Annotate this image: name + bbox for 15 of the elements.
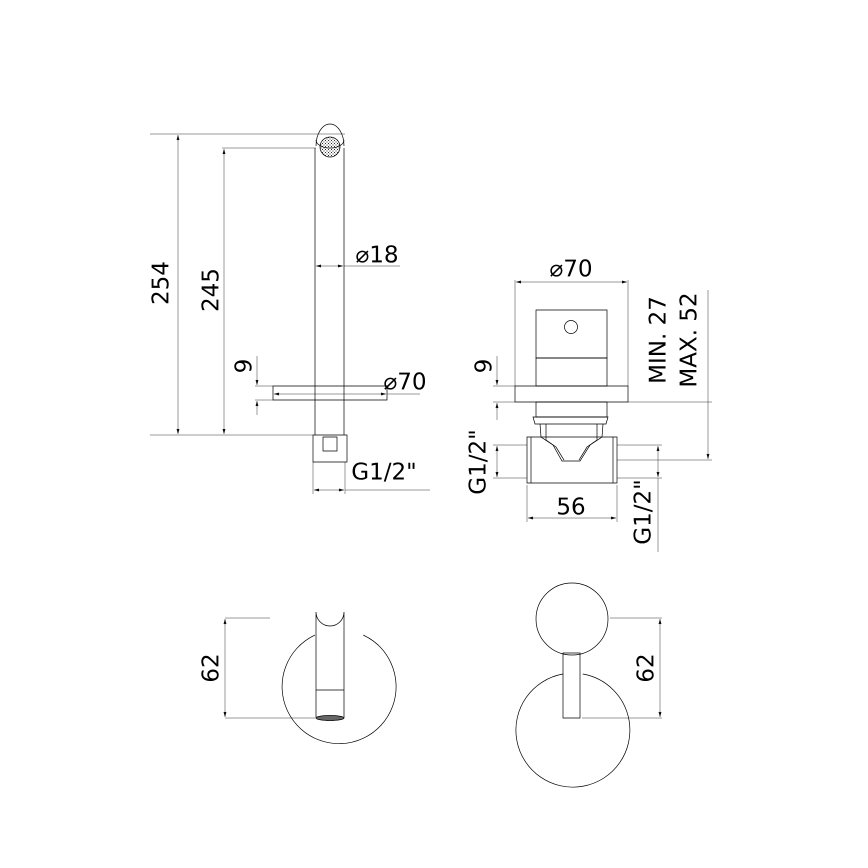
dimension-label: 62 [201, 656, 219, 682]
dimension-label: 9 [474, 360, 492, 372]
dimension-label: G1/2" [633, 482, 653, 544]
dimension-label: ⌀18 [356, 245, 397, 263]
dimension-label: 245 [201, 270, 219, 310]
dimension-label: G1/2" [352, 462, 414, 482]
dimension-label: 56 [558, 497, 584, 515]
dimension-label: ⌀70 [550, 259, 592, 277]
dimension-label: 62 [636, 656, 654, 682]
dimension-label: 9 [234, 360, 252, 372]
dimension-label: MIN. 27 [648, 298, 666, 382]
dimension-label: G1/2" [468, 432, 488, 494]
dimension-label: MAX. 52 [679, 294, 697, 386]
dimension-label: 254 [151, 262, 169, 304]
dimension-label: ⌀70 [384, 372, 426, 390]
